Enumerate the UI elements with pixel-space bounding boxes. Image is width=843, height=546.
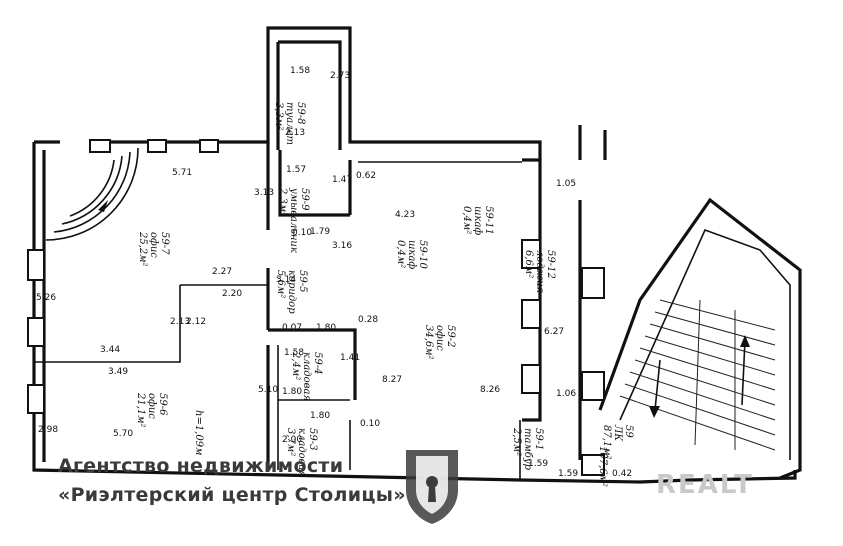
dim-label: 6.27 <box>544 327 564 337</box>
dim-label: 5.26 <box>36 293 56 303</box>
dim-label: 1.59 <box>558 469 578 479</box>
dim-label: 1.57 <box>286 165 306 175</box>
room-area: 0,4м² <box>395 240 406 268</box>
room-code: 59-12 <box>545 250 556 279</box>
room-name: лоджия <box>534 250 545 293</box>
dim-label: 1.06 <box>556 389 576 399</box>
dim-label: 1.80 <box>282 387 302 397</box>
room-code: 59-7 <box>159 232 170 255</box>
room-area: 87,1м² <box>601 425 612 460</box>
room-area: 2,3м² <box>277 187 288 216</box>
dim-label: 2.98 <box>38 425 58 435</box>
dim-label: 2.20 <box>222 289 242 299</box>
dim-label: 0.10 <box>360 419 380 429</box>
room-name: кладовая <box>296 428 307 477</box>
dim-label: 2.13 <box>170 317 190 327</box>
dim-label: 5.71 <box>172 168 192 178</box>
dim-label: 0.10 <box>292 228 312 238</box>
room-name: тамбур <box>522 428 533 471</box>
dimension-labels: 1.58 2.73 2.13 5.71 3.13 1.57 1.47 0.62 … <box>36 66 632 479</box>
dim-label: 8.27 <box>382 375 402 385</box>
dim-label: 1.79 <box>310 227 330 237</box>
stair-arrow-up-icon <box>740 335 750 406</box>
room-name: офис <box>146 393 157 419</box>
dim-label: 1.58 <box>290 66 310 76</box>
dim-label: 1.80 <box>316 323 336 333</box>
dim-label: 0.28 <box>358 315 378 325</box>
dim-label: 0.62 <box>356 171 376 181</box>
dim-label: 2.13 <box>285 128 305 138</box>
room-code: 59 <box>623 425 634 438</box>
stair-arrow-down-icon <box>649 359 661 418</box>
dim-label: 1.58 <box>284 348 304 358</box>
dim-label: 2.12 <box>186 317 206 327</box>
dim-label: 2.73 <box>330 71 350 81</box>
room-area: 0,4м² <box>461 206 472 234</box>
room-name: офис <box>434 325 445 351</box>
room-area: 34,6м² <box>423 325 434 360</box>
agency-name-line1: Агентство недвижимости <box>58 455 344 477</box>
room-name: ЛК <box>612 424 623 441</box>
realt-watermark: REALT <box>656 470 754 500</box>
dim-label: 1.41 <box>340 353 360 363</box>
agency-name-line2: «Риэлтерский центр Столицы» <box>58 484 406 506</box>
dim-label: 3.16 <box>332 241 352 251</box>
dim-label: 1.80 <box>310 411 330 421</box>
room-area: 2,4м² <box>290 351 301 380</box>
dim-label: 3.49 <box>108 367 128 377</box>
dim-label: 3.14 <box>276 275 296 285</box>
ceiling-height: h=1,09м <box>193 410 204 455</box>
room-area: 5,6м² <box>275 270 286 298</box>
room-code: 59-2 <box>445 325 456 347</box>
windows <box>27 139 605 476</box>
stairs <box>619 299 776 451</box>
room-code: 59-11 <box>483 206 494 235</box>
room-name: офис <box>148 232 159 258</box>
dim-label: 5.10 <box>258 385 278 395</box>
room-code: 59-6 <box>157 393 168 416</box>
dim-label: 1.59 <box>528 459 548 469</box>
room-code: 59-1 <box>533 428 544 450</box>
dim-label: 0.42 <box>612 469 632 479</box>
room-code: 59-5 <box>297 270 308 292</box>
room-code: 59-9 <box>299 188 310 211</box>
interior-walls <box>34 142 522 480</box>
dim-label: 3.44 <box>100 345 120 355</box>
room-code: 59-10 <box>417 240 428 269</box>
dim-label: 1.47 <box>332 175 352 185</box>
room-name: туалет <box>284 102 295 145</box>
agency-logo <box>402 446 462 526</box>
dim-label: 5.70 <box>113 429 133 439</box>
dim-label: 3.13 <box>254 188 274 198</box>
dim-label: 8.26 <box>480 385 500 395</box>
dim-label: 0.07 <box>282 323 302 333</box>
arrow-icon <box>98 200 108 212</box>
dim-label: 2.27 <box>212 267 232 277</box>
room-code: 59-3 <box>307 428 318 450</box>
room-labels: 59-8 туалет 3,3м² 59-9 умывальник 2,3м² … <box>135 102 634 487</box>
room-name: кладовая <box>301 352 312 401</box>
room-area: 2,5м² <box>511 427 522 456</box>
room-code: 59-8 <box>295 102 306 124</box>
dim-label: 2.00 <box>282 435 302 445</box>
dim-label: 1.05 <box>556 179 576 189</box>
room-name: шкаф <box>472 206 483 235</box>
room-area: 3,3м² <box>273 102 284 130</box>
room-name: шкаф <box>406 240 417 269</box>
room-area: 21,1м² <box>135 392 146 428</box>
room-name: коридор <box>286 270 297 314</box>
room-code: 59-4 <box>312 352 323 374</box>
room-area: 25,2м² <box>137 231 148 267</box>
total-area: 107,6м² <box>597 446 608 487</box>
room-area: 3,7м² <box>285 428 296 456</box>
room-area: 6,6м² <box>523 250 534 278</box>
door-arc <box>45 147 139 241</box>
room-name: умывальник <box>288 187 299 253</box>
dim-label: 4.23 <box>395 210 415 220</box>
